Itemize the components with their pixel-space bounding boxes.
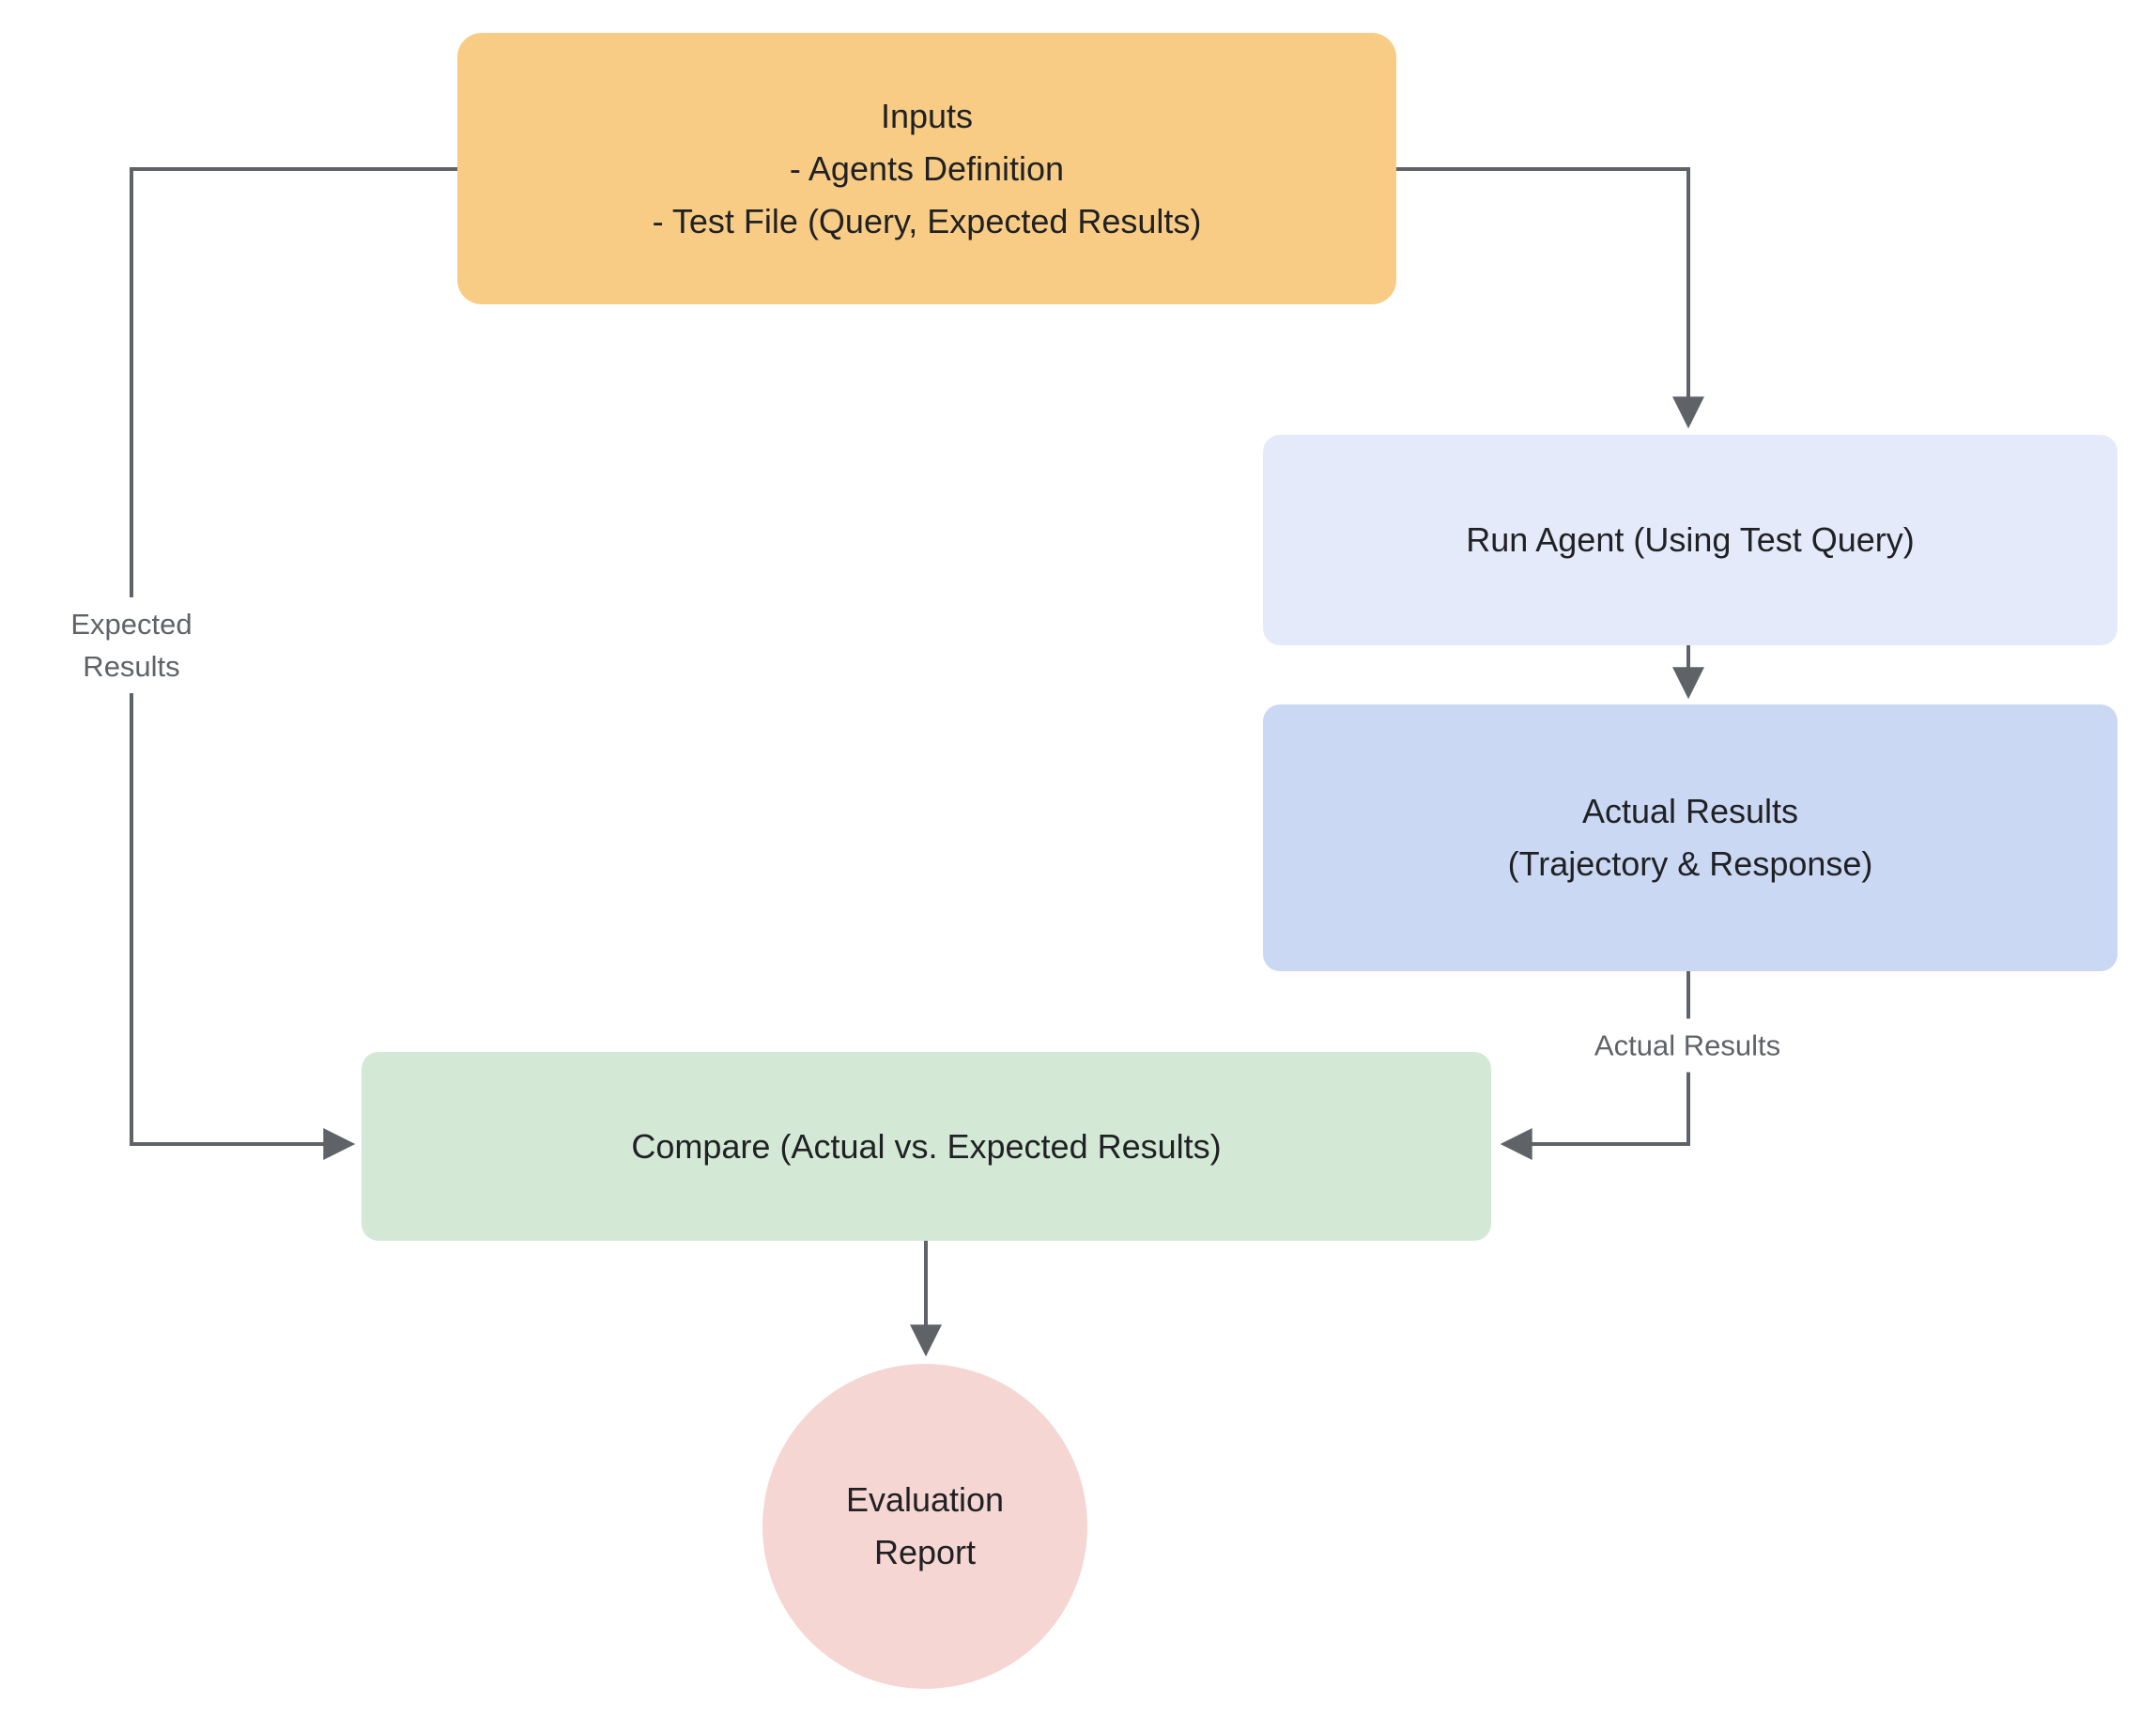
edge-inputs-to-run-agent bbox=[1396, 167, 1704, 429]
node-inputs: Inputs - Agents Definition - Test File (… bbox=[457, 33, 1396, 304]
edge-label-actual-results-text: Actual Results bbox=[1594, 1029, 1781, 1062]
node-inputs-line-3: - Test File (Query, Expected Results) bbox=[652, 201, 1202, 240]
node-inputs-line-1: Inputs bbox=[880, 96, 974, 135]
node-compare: Compare (Actual vs. Expected Results) bbox=[362, 1052, 1491, 1241]
node-actual-results: Actual Results (Trajectory & Response) bbox=[1263, 704, 2118, 971]
edge-label-expected-results-line-2: Results bbox=[83, 650, 180, 683]
node-run-agent-label: Run Agent (Using Test Query) bbox=[1466, 520, 1915, 559]
node-evaluation-report: Evaluation Report bbox=[762, 1364, 1087, 1689]
edge-label-expected-results-line-1: Expected bbox=[70, 608, 192, 641]
node-run-agent: Run Agent (Using Test Query) bbox=[1263, 435, 2118, 645]
node-actual-results-line-2: (Trajectory & Response) bbox=[1507, 844, 1873, 883]
node-evaluation-report-line-2: Report bbox=[873, 1533, 977, 1571]
edge-label-expected-results: Expected Results bbox=[61, 597, 202, 693]
node-inputs-line-2: - Agents Definition bbox=[789, 148, 1065, 188]
node-evaluation-report-line-1: Evaluation bbox=[845, 1480, 1005, 1519]
node-compare-label: Compare (Actual vs. Expected Results) bbox=[631, 1126, 1222, 1166]
edge-label-actual-results: Actual Results bbox=[1584, 1018, 1791, 1073]
node-actual-results-line-1: Actual Results bbox=[1581, 792, 1799, 830]
